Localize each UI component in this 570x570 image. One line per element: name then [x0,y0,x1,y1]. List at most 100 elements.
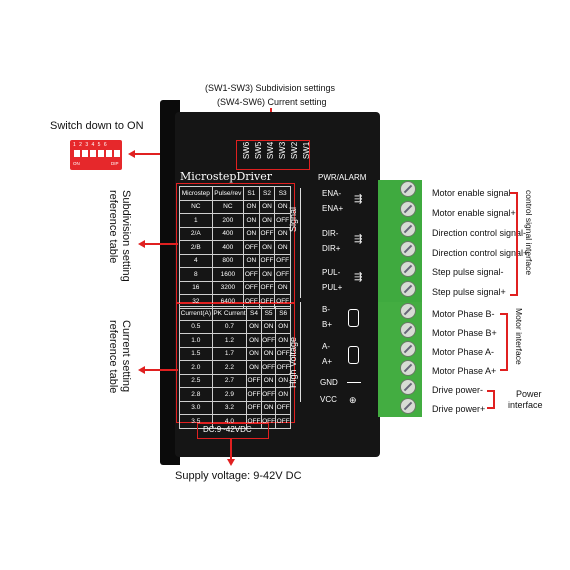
table-cell: OFF [275,346,291,361]
terminal-screw[interactable] [400,241,416,257]
dip-switch-4[interactable] [98,150,104,157]
dip-label-box [236,140,310,170]
dip-switch-1[interactable] [74,150,80,157]
table-cell: ON [275,387,291,402]
power-interface-label-2: interface [508,400,543,410]
device-title: MicrostepDriver [180,170,273,183]
table-cell: 1.0 [179,333,213,348]
terminal-screw[interactable] [400,281,416,297]
table-header-cell: S1 [243,186,260,201]
term-dir-plus: DIR+ [322,244,341,253]
dip-switch-2[interactable] [82,150,88,157]
label-motor-enable-minus: Motor enable signal- [432,188,514,198]
table-cell: ON [243,253,260,268]
terminal-screw[interactable] [400,181,416,197]
terminal-screw[interactable] [400,322,416,338]
motor-bracket-top [500,313,508,315]
dip-switch-numbers: 1 2 3 4 5 6 [73,142,108,148]
term-gnd: GND [320,378,338,387]
power-bracket-top [487,390,495,392]
table-cell: OFF [246,400,262,415]
control-bracket-bottom [510,294,518,296]
control-interface-label: control signal interface [524,190,534,276]
dip-switch-3[interactable] [90,150,96,157]
table-cell: 2.9 [211,387,248,402]
table-cell: 1.5 [179,346,213,361]
table-cell: OFF [246,387,262,402]
coil-a-icon [348,346,359,364]
subdivision-side-label: Subdivision setting reference table [107,190,132,282]
current-setting-note: (SW4-SW6) Current setting [217,97,327,107]
table-cell: 3200 [211,280,245,295]
terminal-screw[interactable] [400,341,416,357]
motor-bracket-bottom [500,369,508,371]
terminal-screw[interactable] [400,360,416,376]
dip-switch-5[interactable] [106,150,112,157]
table-cell: 8 [179,267,213,282]
table-cell: 3.0 [179,400,213,415]
table-cell: 0.5 [179,319,213,334]
current-side-label: Current setting reference table [107,320,132,394]
terminal-screw[interactable] [400,379,416,395]
table-row: Current(A) PK Current S4 S5 S6 [179,306,291,321]
label-direction-minus: Direction control signal- [432,228,527,238]
table-cell: 400 [211,226,245,241]
terminal-screw[interactable] [400,261,416,277]
control-bracket [516,192,518,296]
table-cell: 200 [211,213,245,228]
table-cell: OFF [260,387,277,402]
table-cell: ON [260,346,277,361]
table-header-cell: S3 [274,186,291,201]
coil-b-icon [348,309,359,327]
table-cell: ON [246,319,262,334]
pwr-alarm-label: PWR/ALARM [318,173,367,182]
label-direction-plus: Direction control signal+ [432,248,529,258]
terminal-screw[interactable] [400,398,416,414]
motor-bracket [506,313,508,371]
term-dir-minus: DIR- [322,229,339,238]
supply-voltage-label: Supply voltage: 9-42V DC [175,470,302,482]
dip-switch-6[interactable] [114,150,120,157]
current-arrow-head [138,366,145,374]
table-cell: OFF [246,373,262,388]
table-cell: OFF [260,360,277,375]
table-cell: ON [260,373,277,388]
label-step-pulse-minus: Step pulse signal- [432,267,504,277]
subdivision-arrow-head [138,240,145,248]
label-motor-phase-a-plus: Motor Phase A+ [432,366,497,376]
table-cell: 3.2 [211,400,248,415]
table-cell: ON [258,199,276,214]
control-bracket-top [510,192,518,194]
table-cell: OFF [275,400,291,415]
subdivision-connector-line [144,243,178,245]
supply-box [197,423,269,439]
led-icon: ⇶ [354,234,363,245]
supply-arrow-head [227,459,235,466]
table-cell: ON [275,319,291,334]
terminal-screw[interactable] [400,201,416,217]
table-cell: OFF [243,267,260,282]
table-cell: ON [246,360,262,375]
dip-label-sw1: SW1 [302,141,312,160]
table-cell: OFF [243,280,260,295]
dip-label-sw2: SW2 [290,141,300,160]
table-cell: NC [179,199,213,214]
terminal-screw[interactable] [400,221,416,237]
table-cell: ON [274,280,291,295]
terminal-screw[interactable] [400,303,416,319]
ground-icon [347,382,361,383]
table-cell: ON [258,240,276,255]
